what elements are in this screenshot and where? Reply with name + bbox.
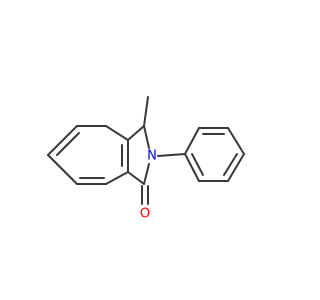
bond-n-c1 [143,163,150,185]
atom-label-oxygen: O [140,207,150,222]
bond-ph-inner-2 [223,153,238,176]
bond-n-phenyl [157,153,186,157]
bond-group [47,96,245,205]
bond-c5-c6 [47,154,78,185]
bond-c3a-c3 [127,125,145,141]
bond-ph-3 [227,127,245,155]
bond-ph-4 [227,153,245,182]
molecule-canvas: N O [47,96,245,222]
bond-c1-c7a [127,171,145,185]
bond-c7-c7a [105,171,129,185]
bond-ph-inner-3 [191,153,204,176]
bond-c3-n [143,125,150,149]
molecule-structure: N O [47,96,245,222]
bond-inner-1 [56,132,80,156]
bond-c3-methyl [143,96,149,127]
bond-c3a-c4-link [105,125,129,141]
bond-ph-1 [184,127,200,155]
bond-ph-6 [184,153,200,182]
bond-c4-c5 [47,125,78,156]
atom-label-nitrogen: N [147,149,157,164]
